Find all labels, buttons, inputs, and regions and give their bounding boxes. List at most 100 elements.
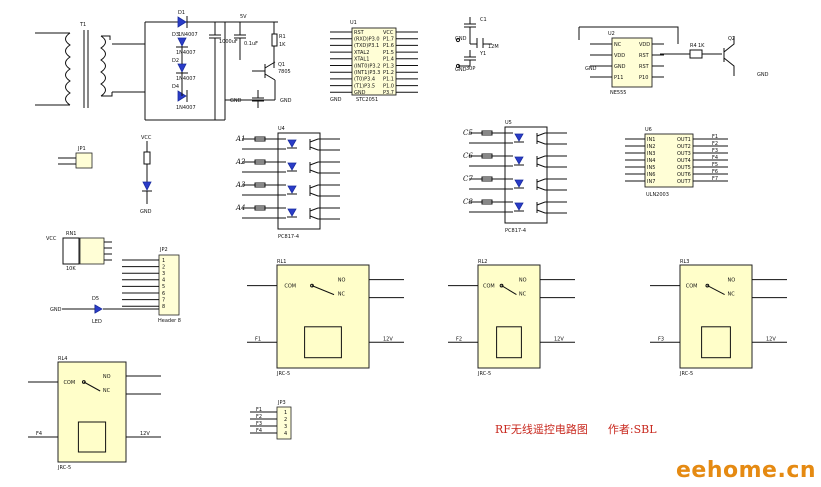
svg-text:RL2: RL2 [478, 259, 487, 265]
svg-text:NO: NO [103, 374, 111, 380]
power-transformer: T1 [35, 22, 113, 108]
svg-text:1N4007: 1N4007 [176, 105, 196, 111]
svg-text:7805: 7805 [278, 69, 291, 75]
mcu-pin-right: P1.3 [383, 63, 394, 69]
svg-text:U6: U6 [645, 127, 652, 133]
opto-input-label: C7 [463, 175, 473, 183]
svg-text:10K: 10K [66, 266, 76, 272]
jp3-pin: 4 [284, 431, 287, 437]
mcu-pin-left: (TXD)P3.1 [354, 43, 379, 49]
svg-text:VCC: VCC [46, 236, 57, 242]
header-pin: 1 [162, 258, 165, 264]
watermark-logo: eehome.cn [676, 458, 817, 483]
mcu-pin-left: (RXD)P3.0 [354, 37, 380, 43]
svg-text:D3: D3 [172, 32, 179, 38]
opto-input-label: A1 [235, 135, 246, 143]
driver-pin-out: OUT2 [677, 144, 691, 150]
resistor-network-rn1: VCC RN1 10K [46, 231, 112, 272]
driver-pin-in: IN1 [647, 137, 655, 143]
diode-d1: D1 1N4007 [177, 10, 198, 38]
svg-text:30P: 30P [466, 66, 475, 72]
mcu-pin-left: (T0)P3.4 [354, 77, 375, 83]
opto-input-label: A4 [235, 204, 246, 212]
svg-text:GND: GND [230, 98, 242, 104]
svg-text:D1: D1 [178, 10, 185, 16]
header-pin: 2 [162, 264, 165, 270]
driver-pin-out: OUT7 [677, 179, 691, 185]
diagram-title: RF无线遥控电路图作者:SBL [495, 421, 677, 437]
driver-out-net: F6 [712, 169, 718, 175]
svg-text:PC817-4: PC817-4 [278, 234, 299, 240]
svg-text:RL4: RL4 [58, 356, 67, 362]
jp3-net: F4 [256, 428, 262, 434]
mcu-pin-right: P1.4 [383, 57, 394, 63]
mcu-pin-left: RST [354, 30, 365, 36]
crystal-oscillator: C1 Y1 12M 30P GND GND [455, 17, 499, 73]
svg-text:GND: GND [140, 209, 152, 215]
svg-text:PC817-4: PC817-4 [505, 228, 526, 234]
svg-text:C1: C1 [480, 17, 487, 23]
opto-input-label: C5 [463, 129, 473, 137]
output-transistor-q2: R4 1K Q2 GND [660, 36, 769, 78]
driver-out-net: F7 [712, 176, 718, 182]
diagram-author: 作者:SBL [607, 423, 657, 436]
mcu-pin-left: XTAL2 [354, 50, 369, 56]
svg-text:1N4007: 1N4007 [178, 32, 198, 38]
svg-text:Header 8: Header 8 [158, 318, 181, 324]
header-pin: 7 [162, 297, 165, 303]
svg-text:D2: D2 [172, 58, 179, 64]
svg-text:Q1: Q1 [278, 62, 285, 68]
driver-out-net: F3 [712, 148, 718, 154]
driver-out-net: F5 [712, 162, 718, 168]
svg-text:12V: 12V [766, 336, 776, 342]
mcu-pin-left: (T1)P3.5 [354, 83, 375, 89]
svg-text:STC2051: STC2051 [356, 97, 378, 103]
svg-text:U4: U4 [278, 126, 285, 132]
svg-text:RL3: RL3 [680, 259, 689, 265]
driver-out-net: F4 [712, 155, 718, 161]
header-pin: 8 [162, 304, 165, 310]
svg-text:1N4007: 1N4007 [176, 76, 196, 82]
mcu-pin-left: (INT1)P3.3 [354, 70, 380, 76]
svg-text:JRC-5: JRC-5 [57, 465, 71, 471]
svg-text:F4: F4 [36, 431, 42, 437]
svg-text:1K: 1K [279, 42, 286, 48]
driver-pin-in: IN4 [647, 158, 655, 164]
mcu-pin-right: P1.0 [383, 83, 394, 89]
driver-pin-in: IN6 [647, 172, 655, 178]
led-indicator: VCC GND [140, 135, 152, 215]
svg-text:R4: R4 [690, 43, 697, 49]
svg-text:U2: U2 [608, 31, 615, 37]
jp3-net: F2 [256, 414, 262, 420]
filter-and-regulator: 1000uF 0.1uF R1 1K Q1 7805 5V GND GND [209, 14, 292, 120]
driver-pin-in: IN5 [647, 165, 655, 171]
svg-text:GND: GND [585, 66, 597, 72]
svg-text:NO: NO [338, 278, 346, 284]
svg-text:F2: F2 [456, 336, 462, 342]
svg-text:R1: R1 [279, 34, 286, 40]
svg-text:U1: U1 [350, 20, 357, 26]
timer-pin-right: RST [639, 53, 650, 59]
regulator-q1: Q1 7805 [252, 61, 291, 81]
mcu-pin-right: P1.1 [383, 77, 394, 83]
svg-text:JP2: JP2 [159, 247, 168, 253]
svg-text:JRC-5: JRC-5 [679, 371, 693, 377]
svg-text:COM: COM [483, 284, 495, 290]
svg-text:GND: GND [50, 307, 62, 313]
svg-text:JRC-5: JRC-5 [276, 371, 290, 377]
driver-pin-in: IN2 [647, 144, 655, 150]
svg-text:12V: 12V [554, 336, 564, 342]
jp3-net: F3 [256, 421, 262, 427]
svg-text:GND: GND [455, 67, 467, 73]
svg-text:ULN2003: ULN2003 [646, 192, 669, 198]
svg-text:JRC-5: JRC-5 [477, 371, 491, 377]
svg-text:VCC: VCC [141, 135, 152, 141]
transformer-label: T1 [79, 22, 86, 28]
